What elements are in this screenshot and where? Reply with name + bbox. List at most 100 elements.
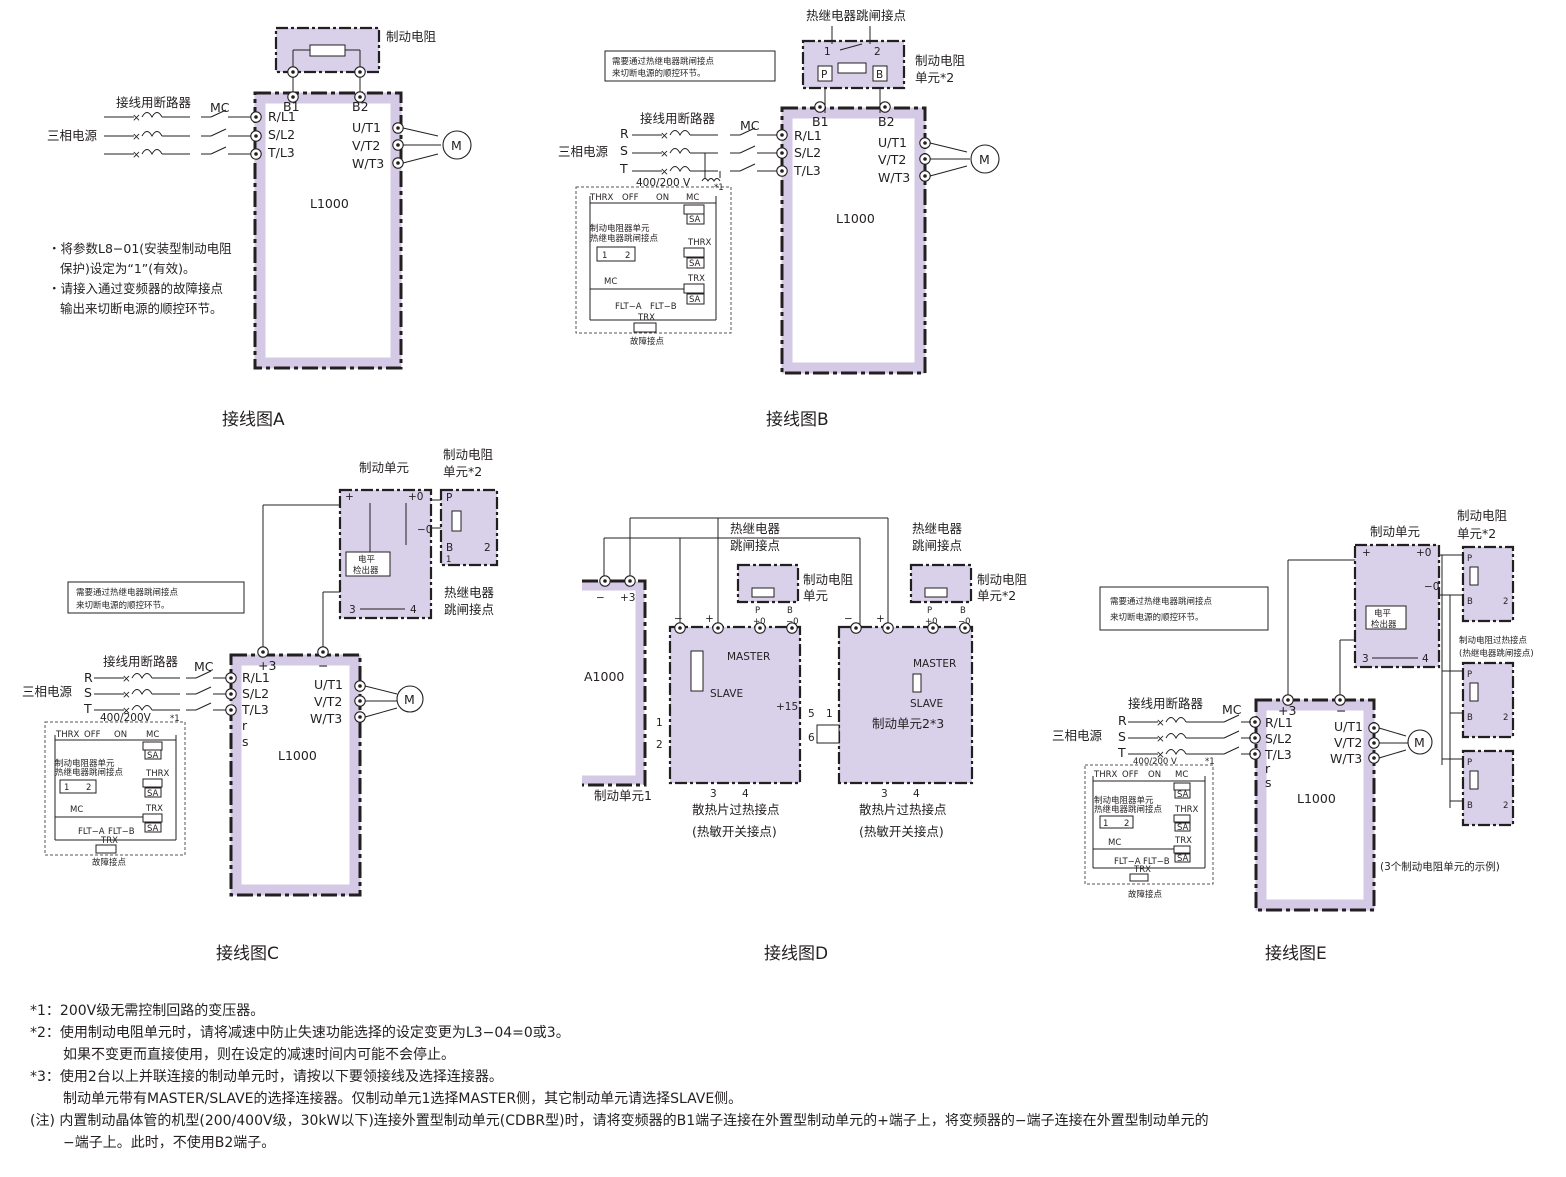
unit1-label: 制动单元1 (594, 788, 652, 803)
bru-label-2: 单元*2 (915, 70, 954, 85)
plus-label: + (345, 491, 354, 503)
footnote-2: *2：使用制动电阻单元时，请将减速中防止失速功能选择的设定变更为L3−04=0或… (30, 1025, 570, 1041)
level-det-1: 电平 (358, 554, 376, 565)
seq-flt-a: FLT−A (78, 827, 105, 837)
n2: 2 (1503, 713, 1508, 723)
seq-sa: SA (147, 789, 159, 799)
p-label: P (1467, 670, 1472, 680)
seq-mc: MC (146, 730, 159, 740)
sl2-label: S/L2 (242, 686, 269, 701)
n4: 4 (913, 788, 920, 800)
seq-on: ON (1148, 770, 1161, 780)
rl1-label: R/L1 (794, 128, 822, 143)
seq-mc: MC (604, 277, 617, 287)
n5: 5 (808, 708, 815, 720)
seq-note-2: 来切断电源的顺控环节。 (1110, 612, 1204, 623)
plus3-label: +3 (1278, 703, 1296, 718)
note-a-1: ・将参数L8−01(安装型制动电阻 (48, 241, 232, 256)
motor-icon (442, 130, 472, 160)
sl2-label: S/L2 (1265, 731, 1292, 746)
power-label: 三相电源 (47, 128, 98, 143)
relay-trip-1: 热继电器 (730, 521, 781, 536)
plus-label: + (705, 613, 714, 625)
n2: 2 (1124, 819, 1129, 829)
sequence-circuit-e (1084, 764, 1214, 885)
motor-icon (970, 144, 1000, 174)
relay-trip-2: 跳闸接点 (444, 602, 494, 617)
seq-sa: SA (1177, 790, 1189, 800)
master-label: MASTER (727, 651, 770, 663)
p-label: P (1467, 758, 1472, 768)
plus3-label: +3 (620, 592, 635, 604)
slave-label: SLAVE (710, 688, 743, 700)
n1: 1 (602, 251, 607, 261)
seq-thrx: THRX (1174, 805, 1198, 815)
t-label: T (83, 701, 92, 716)
minus-label: − (596, 592, 605, 604)
a1000-unit (582, 579, 647, 787)
heat-1-label: 散热片过热接点 (859, 802, 947, 817)
footnote-3: *3：使用2台以上并联连接的制动单元时，请按以下要领接线及选择连接器。 (30, 1069, 503, 1085)
minus-label: − (318, 658, 328, 673)
b-label: B (446, 542, 453, 554)
note-a-2: 保护)设定为“1”(有效)。 (60, 261, 196, 276)
n4: 4 (1422, 653, 1429, 665)
seq-star1: *1 (714, 183, 724, 193)
a1000-label: A1000 (584, 669, 624, 684)
b-label: B (960, 606, 966, 616)
diagram-e: L1000 制动单元 + +0 −0 电平 检出器 3 4 制动电阻 单元*2 … (1052, 508, 1534, 964)
seq-sa: SA (689, 295, 701, 305)
b-label: B (876, 69, 883, 81)
sl2-label: S/L2 (268, 127, 295, 142)
inverter-b (781, 107, 926, 374)
diagram-d: A1000 − +3 制动单元1 − + MASTER SLAVE +15 1 … (582, 517, 1028, 964)
bru-label-1: 制动电阻 (915, 53, 966, 68)
minus-label: − (674, 613, 683, 625)
caption-c: 接线图C (216, 944, 279, 964)
seq-fault: 故障接点 (92, 857, 127, 868)
seq-bru-2: 热继电器跳闸接点 (55, 767, 124, 778)
p-label: P (927, 606, 932, 616)
minus0-label: −0 (786, 617, 799, 627)
b-label: B (1467, 713, 1473, 723)
seq-mc: MC (70, 805, 83, 815)
seq-off: OFF (1122, 770, 1139, 780)
motor-label: M (404, 692, 415, 707)
vt2-label: V/T2 (314, 694, 342, 709)
seq-bru-2: 热继电器跳闸接点 (1094, 804, 1163, 815)
seq-off: OFF (84, 730, 101, 740)
n1: 1 (446, 555, 451, 565)
footnote-4: (注) 内置制动晶体管的机型(200/400V级，30kW以下)连接外置型制动单… (30, 1113, 1209, 1129)
breaker-label: 接线用断路器 (116, 95, 192, 110)
plus0-label: +0 (1416, 547, 1431, 559)
note-a-4: 输出来切断电源的顺控环节。 (60, 301, 223, 316)
minus-label: − (1336, 703, 1346, 718)
n2: 2 (1503, 597, 1508, 607)
wt3-label: W/T3 (1330, 751, 1362, 766)
overheat-1: 制动电阻过热接点 (1459, 635, 1528, 646)
mc-label: MC (194, 659, 214, 674)
inverter-label: L1000 (278, 748, 317, 763)
seq-sa: SA (689, 259, 701, 269)
seq-star1: *1 (170, 714, 180, 724)
seq-thrx: THRX (687, 238, 711, 248)
n1: 1 (826, 708, 833, 720)
wt3-label: W/T3 (352, 156, 384, 171)
mc-label: MC (1222, 702, 1242, 717)
breaker-label: 接线用断路器 (1128, 696, 1204, 711)
n4: 4 (742, 788, 749, 800)
motor-label: M (1414, 735, 1425, 750)
seq-mc: MC (1108, 838, 1121, 848)
n4: 4 (410, 604, 417, 616)
plus0-label: +0 (408, 491, 423, 503)
seq-note-box-b (604, 50, 776, 82)
inverter-e (1255, 699, 1375, 911)
ut1-label: U/T1 (878, 135, 907, 150)
minus0-label: −0 (958, 617, 971, 627)
seq-bru-2: 热继电器跳闸接点 (590, 233, 659, 244)
n2: 2 (874, 46, 881, 58)
brake-resistor-label: 制动电阻 (803, 572, 854, 587)
diagram-a: L1000 制动电阻 B1 B2 R/L1 S/L2 T/L3 U/T1 V/T… (47, 26, 472, 430)
b2-label: B2 (878, 114, 895, 129)
seq-voltage: 400/200V (100, 712, 152, 724)
